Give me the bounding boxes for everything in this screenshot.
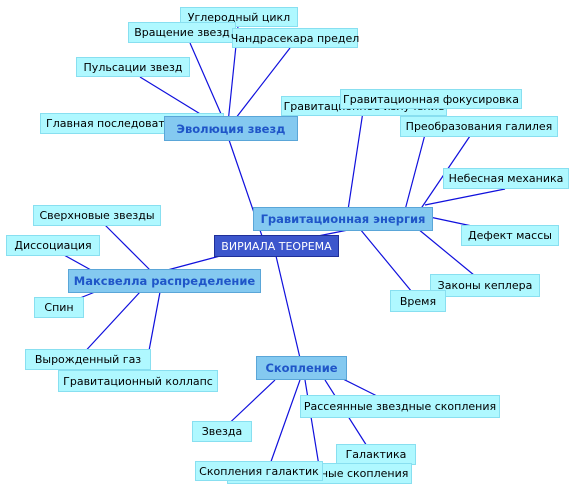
node-open-clusters[interactable]: Рассеянные звездные скопления bbox=[300, 395, 500, 418]
link-ge-celestial bbox=[424, 188, 506, 206]
link-mx-supernova bbox=[104, 224, 151, 271]
link-root-cluster bbox=[275, 255, 301, 359]
link-ge-kepler bbox=[411, 223, 481, 281]
hub-cluster[interactable]: Скопление bbox=[256, 356, 347, 380]
node-celestial-mechanics[interactable]: Небесная механика bbox=[443, 168, 569, 189]
node-mass-defect[interactable]: Дефект массы bbox=[461, 225, 559, 246]
link-evo-chandra bbox=[231, 47, 291, 124]
link-cl-globular bbox=[304, 379, 321, 473]
node-star-rotation[interactable]: Вращение звезд bbox=[128, 22, 236, 43]
node-star[interactable]: Звезда bbox=[192, 421, 252, 442]
node-chandrasekhar-limit[interactable]: Чандрасекара предел bbox=[231, 28, 359, 48]
hub-grav-energy[interactable]: Гравитационная энергия bbox=[253, 207, 433, 231]
node-galaxy[interactable]: Галактика bbox=[336, 444, 416, 465]
link-ge-time bbox=[359, 228, 413, 293]
node-dissociation[interactable]: Диссоциация bbox=[6, 235, 100, 256]
node-star-pulsations[interactable]: Пульсации звезд bbox=[76, 57, 190, 77]
node-kepler-laws[interactable]: Законы кеплера bbox=[430, 274, 540, 297]
link-cl-galaxy-clusters bbox=[267, 379, 301, 471]
node-supernovae[interactable]: Сверхновые звезды bbox=[33, 205, 161, 226]
hub-maxwell-distribution[interactable]: Максвелла распределение bbox=[68, 269, 261, 293]
node-degenerate-gas[interactable]: Вырожденный газ bbox=[25, 349, 151, 370]
node-galilean-transform[interactable]: Преобразования галилея bbox=[400, 116, 558, 137]
link-ge-radiation bbox=[347, 104, 365, 211]
node-galaxy-clusters[interactable]: Скопления галактик bbox=[195, 461, 323, 481]
node-grav-focusing[interactable]: Гравитационная фокусировка bbox=[340, 89, 522, 109]
root-virial-theorem[interactable]: ВИРИАЛА ТЕОРЕМА bbox=[214, 235, 339, 257]
link-evo-rotation bbox=[189, 42, 226, 124]
node-time[interactable]: Время bbox=[390, 290, 446, 312]
node-grav-collapse[interactable]: Гравитационный коллапс bbox=[58, 370, 218, 392]
node-spin[interactable]: Спин bbox=[34, 297, 84, 318]
hub-star-evolution[interactable]: Эволюция звезд bbox=[164, 116, 298, 141]
link-mx-degenerate bbox=[79, 291, 141, 358]
